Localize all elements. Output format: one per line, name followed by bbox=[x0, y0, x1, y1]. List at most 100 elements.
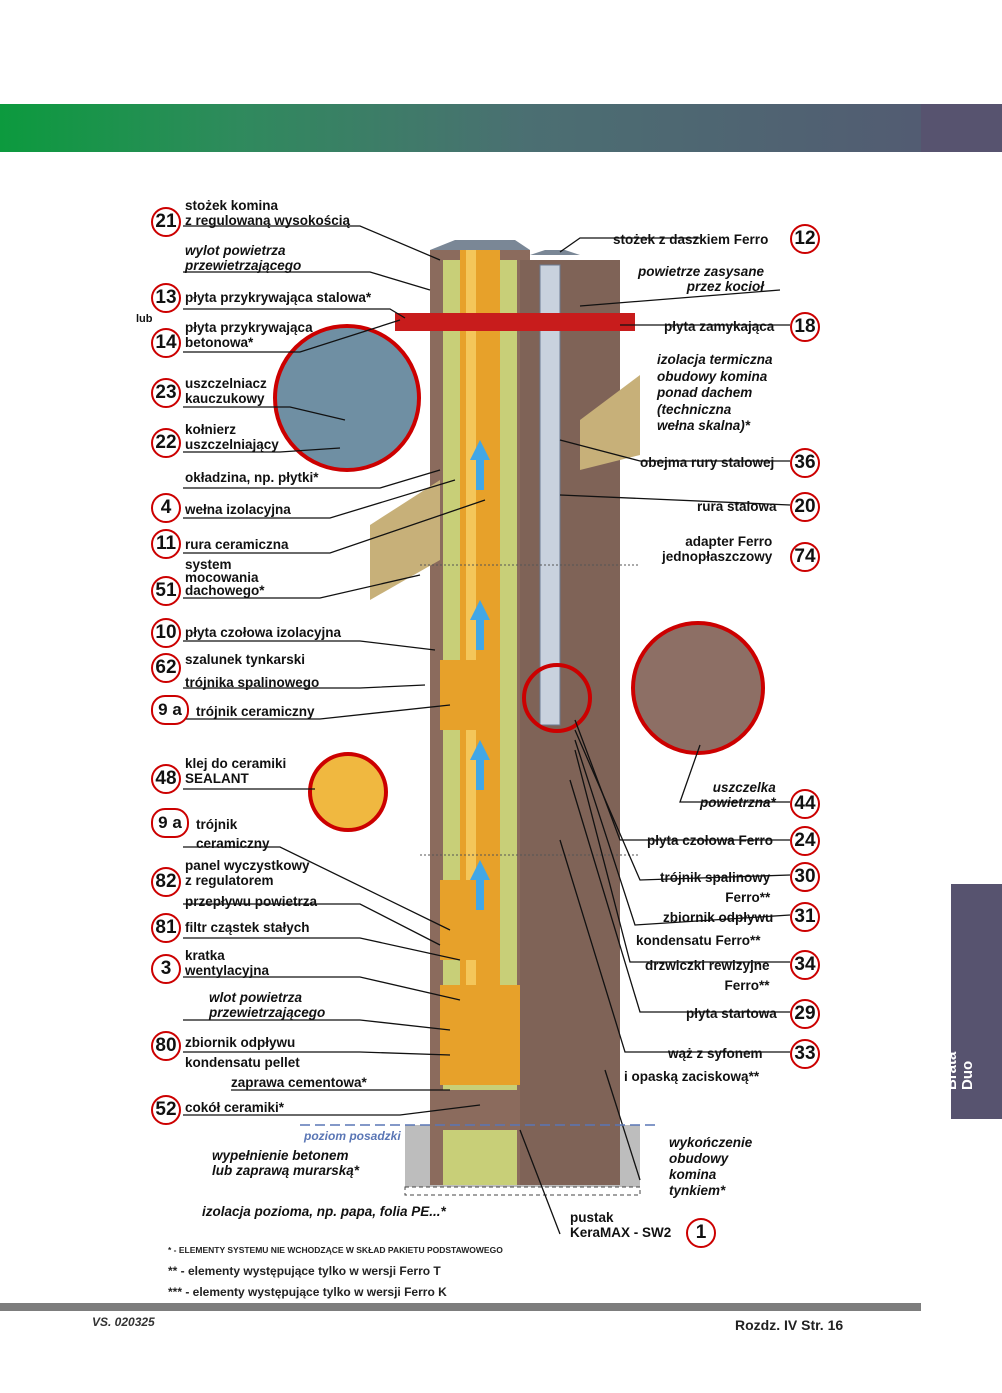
callout-14: 14 bbox=[151, 328, 181, 358]
callout-62: 62 bbox=[151, 653, 181, 683]
callout-36: 36 bbox=[790, 448, 820, 478]
label-31b: kondensatu Ferro** bbox=[636, 933, 761, 948]
label-22: kołnierz uszczelniający bbox=[185, 422, 279, 452]
label-34: drzwiczki rewizyjne Ferro** bbox=[645, 958, 770, 993]
footnote-2: ** - elementy występujące tylko w wersji… bbox=[168, 1264, 441, 1278]
sidebar-gap-top bbox=[951, 152, 1002, 884]
callout-13: 13 bbox=[151, 283, 181, 313]
label-33b: i opaską zaciskową** bbox=[624, 1069, 760, 1084]
callout-9a-2: 9 a bbox=[151, 808, 189, 838]
label-14: płyta przykrywająca betonowa* bbox=[185, 320, 313, 350]
label-air-outlet: wylot powietrza przewietrzającego bbox=[185, 243, 302, 273]
label-51: system mocowania dachowego* bbox=[185, 557, 265, 598]
label-fill: wypełnienie betonem lub zaprawą murarską… bbox=[212, 1148, 360, 1178]
zoom-adapter bbox=[631, 621, 765, 755]
label-52: cokół ceramiki* bbox=[185, 1100, 285, 1115]
label-or: lub bbox=[136, 313, 153, 325]
footer-version: VS. 020325 bbox=[92, 1315, 155, 1329]
label-24: płyta czołowa Ferro bbox=[647, 833, 774, 848]
label-cladding: okładzina, np. płytki* bbox=[185, 470, 319, 485]
zoom-adapter-origin bbox=[522, 663, 592, 733]
chimney-cone-right bbox=[530, 250, 580, 255]
label-18: płyta zamykająca bbox=[664, 319, 775, 334]
label-23: uszczelniacz kauczukowy bbox=[185, 376, 267, 406]
label-33: wąż z syfonem bbox=[668, 1046, 763, 1061]
floor-level-label: poziom posadzki bbox=[304, 1129, 401, 1143]
steel-pipe bbox=[539, 264, 561, 726]
label-9a: trójnik ceramiczny bbox=[196, 704, 315, 719]
callout-24: 24 bbox=[790, 826, 820, 856]
label-29: płyta startowa bbox=[686, 1006, 777, 1021]
callout-21: 21 bbox=[151, 207, 181, 237]
footer-bar bbox=[0, 1303, 921, 1311]
footer-page: Rozdz. IV Str. 16 bbox=[735, 1317, 844, 1333]
ceramic-tee bbox=[440, 660, 492, 730]
label-20: rura stalowa bbox=[697, 499, 777, 514]
sidebar-tab[interactable] bbox=[951, 884, 1002, 1119]
condensate-tank bbox=[440, 985, 520, 1085]
footnotes: * - ELEMENTY SYSTEMU NIE WCHODZĄCE W SKŁ… bbox=[168, 1240, 503, 1303]
label-4: wełna izolacyjna bbox=[185, 502, 291, 517]
label-74: adapter Ferro jednopłaszczowy bbox=[662, 534, 773, 564]
label-82: panel wyczystkowy z regulatorem bbox=[185, 858, 310, 888]
label-21: stożek komina z regulowaną wysokością bbox=[185, 198, 351, 228]
label-36: obejma rury stalowej bbox=[640, 455, 775, 470]
callout-34: 34 bbox=[790, 950, 820, 980]
label-62: szalunek tynkarski bbox=[185, 652, 306, 667]
sidebar-gap bbox=[921, 152, 951, 1393]
callout-11: 11 bbox=[151, 529, 181, 559]
label-11: rura ceramiczna bbox=[185, 537, 289, 552]
label-horizontal-insulation: izolacja pozioma, np. papa, folia PE...* bbox=[202, 1204, 446, 1219]
callout-10: 10 bbox=[151, 618, 181, 648]
sidebar-gap-bottom bbox=[951, 1119, 1002, 1393]
callout-82: 82 bbox=[151, 867, 181, 897]
footnote-1: * - ELEMENTY SYSTEMU NIE WCHODZĄCE W SKŁ… bbox=[168, 1245, 503, 1255]
callout-52: 52 bbox=[151, 1095, 181, 1125]
ceramic-base bbox=[440, 1090, 520, 1130]
label-plaster-finish: wykończenie obudowy komina tynkiem* bbox=[669, 1135, 753, 1198]
callout-48: 48 bbox=[151, 764, 181, 794]
label-31: zbiornik odpływu bbox=[663, 910, 774, 925]
callout-4: 4 bbox=[151, 493, 181, 523]
callout-80: 80 bbox=[151, 1031, 181, 1061]
roof-right bbox=[580, 375, 640, 470]
callout-74: 74 bbox=[790, 542, 820, 572]
label-80b: kondensatu pellet bbox=[185, 1055, 300, 1070]
header-gradient-bar bbox=[0, 104, 957, 152]
roof-left bbox=[370, 480, 440, 600]
zoom-sealant bbox=[308, 752, 388, 832]
callout-23: 23 bbox=[151, 378, 181, 408]
chimney-cone-left bbox=[430, 240, 530, 250]
zoom-seal bbox=[273, 324, 421, 472]
label-30: trójnik spalinowy Ferro** bbox=[660, 870, 771, 905]
label-1: pustak KeraMAX - SW2 bbox=[570, 1210, 672, 1240]
horizontal-insulation bbox=[404, 1186, 641, 1196]
callout-29: 29 bbox=[790, 999, 820, 1029]
callout-3: 3 bbox=[151, 954, 181, 984]
callout-30: 30 bbox=[790, 862, 820, 892]
footnote-3: *** - elementy występujące tylko w wersj… bbox=[168, 1285, 447, 1299]
callout-12: 12 bbox=[790, 224, 820, 254]
label-air-inlet: wlot powietrza przewietrzającego bbox=[209, 990, 326, 1020]
callout-81: 81 bbox=[151, 913, 181, 943]
callout-44: 44 bbox=[790, 789, 820, 819]
callout-20: 20 bbox=[790, 492, 820, 522]
label-10: płyta czołowa izolacyjna bbox=[185, 625, 342, 640]
label-82b: przepływu powietrza bbox=[185, 894, 318, 909]
label-thermal-insulation: izolacja termiczna obudowy komina ponad … bbox=[657, 352, 773, 433]
label-48: klej do ceramiki SEALANT bbox=[185, 756, 287, 786]
label-mortar: zaprawa cementowa* bbox=[231, 1075, 367, 1090]
label-62b: trójnika spalinowego bbox=[185, 675, 320, 690]
callout-51: 51 bbox=[151, 576, 181, 606]
cover-plate bbox=[395, 313, 635, 331]
callout-18: 18 bbox=[790, 312, 820, 342]
callout-33: 33 bbox=[790, 1039, 820, 1069]
callout-9a: 9 a bbox=[151, 695, 189, 725]
label-3: kratka wentylacyjna bbox=[185, 948, 270, 978]
label-80: zbiornik odpływu bbox=[185, 1035, 296, 1050]
callout-31: 31 bbox=[790, 902, 820, 932]
label-9a-2: trójnik ceramiczny bbox=[196, 817, 270, 851]
label-13: płyta przykrywająca stalowa* bbox=[185, 290, 372, 305]
label-44: uszczelka powietrzna* bbox=[700, 780, 776, 810]
